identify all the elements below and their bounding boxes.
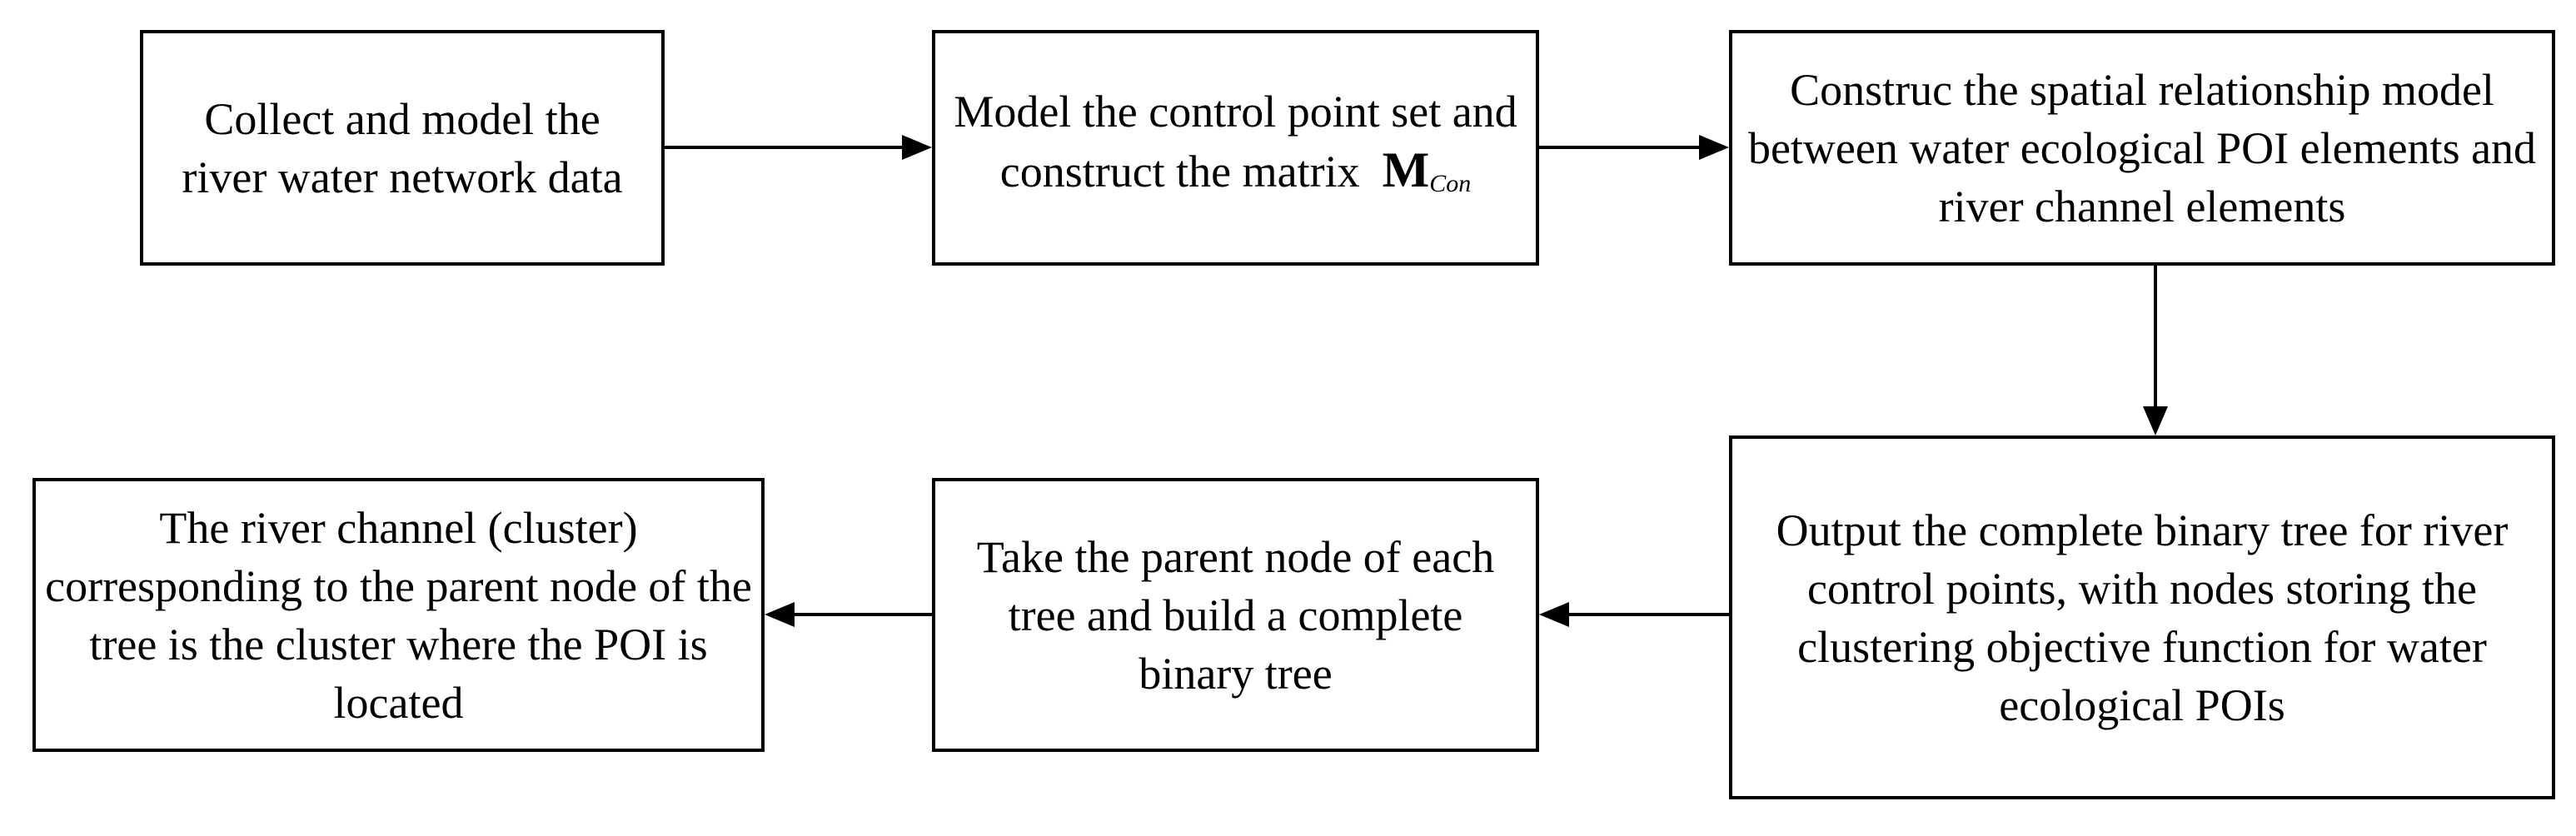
node-output-binary-tree-text: Output the complete binary tree for rive…: [1776, 505, 2509, 730]
arrow-model-to-construct: [1539, 135, 1729, 160]
node-model-control-points-text: Model the control point set and construc…: [935, 82, 1536, 213]
node-collect-data-text: Collect and model the river water networ…: [182, 93, 623, 202]
node-construct-relationship-text: Construc the spatial relationship model …: [1747, 64, 2537, 231]
node-collect-data: Collect and model the river water networ…: [140, 30, 665, 266]
arrow-output-to-take: [1539, 602, 1729, 627]
arrow-collect-to-model: [665, 135, 932, 160]
node-model-text: Model the control point set and construc…: [954, 87, 1517, 197]
node-construct-relationship: Construc the spatial relationship model …: [1729, 30, 2555, 266]
matrix-symbol: M: [1382, 142, 1430, 197]
node-result-cluster: The river channel (cluster) correspondin…: [32, 478, 765, 752]
node-model-control-points: Model the control point set and construc…: [932, 30, 1539, 266]
node-take-parent-node-text: Take the parent node of each tree and bu…: [976, 531, 1495, 699]
node-take-parent-node: Take the parent node of each tree and bu…: [932, 478, 1539, 752]
node-result-cluster-text: The river channel (cluster) correspondin…: [45, 502, 752, 728]
arrow-construct-to-output: [2143, 266, 2168, 435]
matrix-subscript: Con: [1429, 170, 1472, 197]
arrow-take-to-result: [765, 602, 932, 627]
node-output-binary-tree: Output the complete binary tree for rive…: [1729, 435, 2555, 799]
